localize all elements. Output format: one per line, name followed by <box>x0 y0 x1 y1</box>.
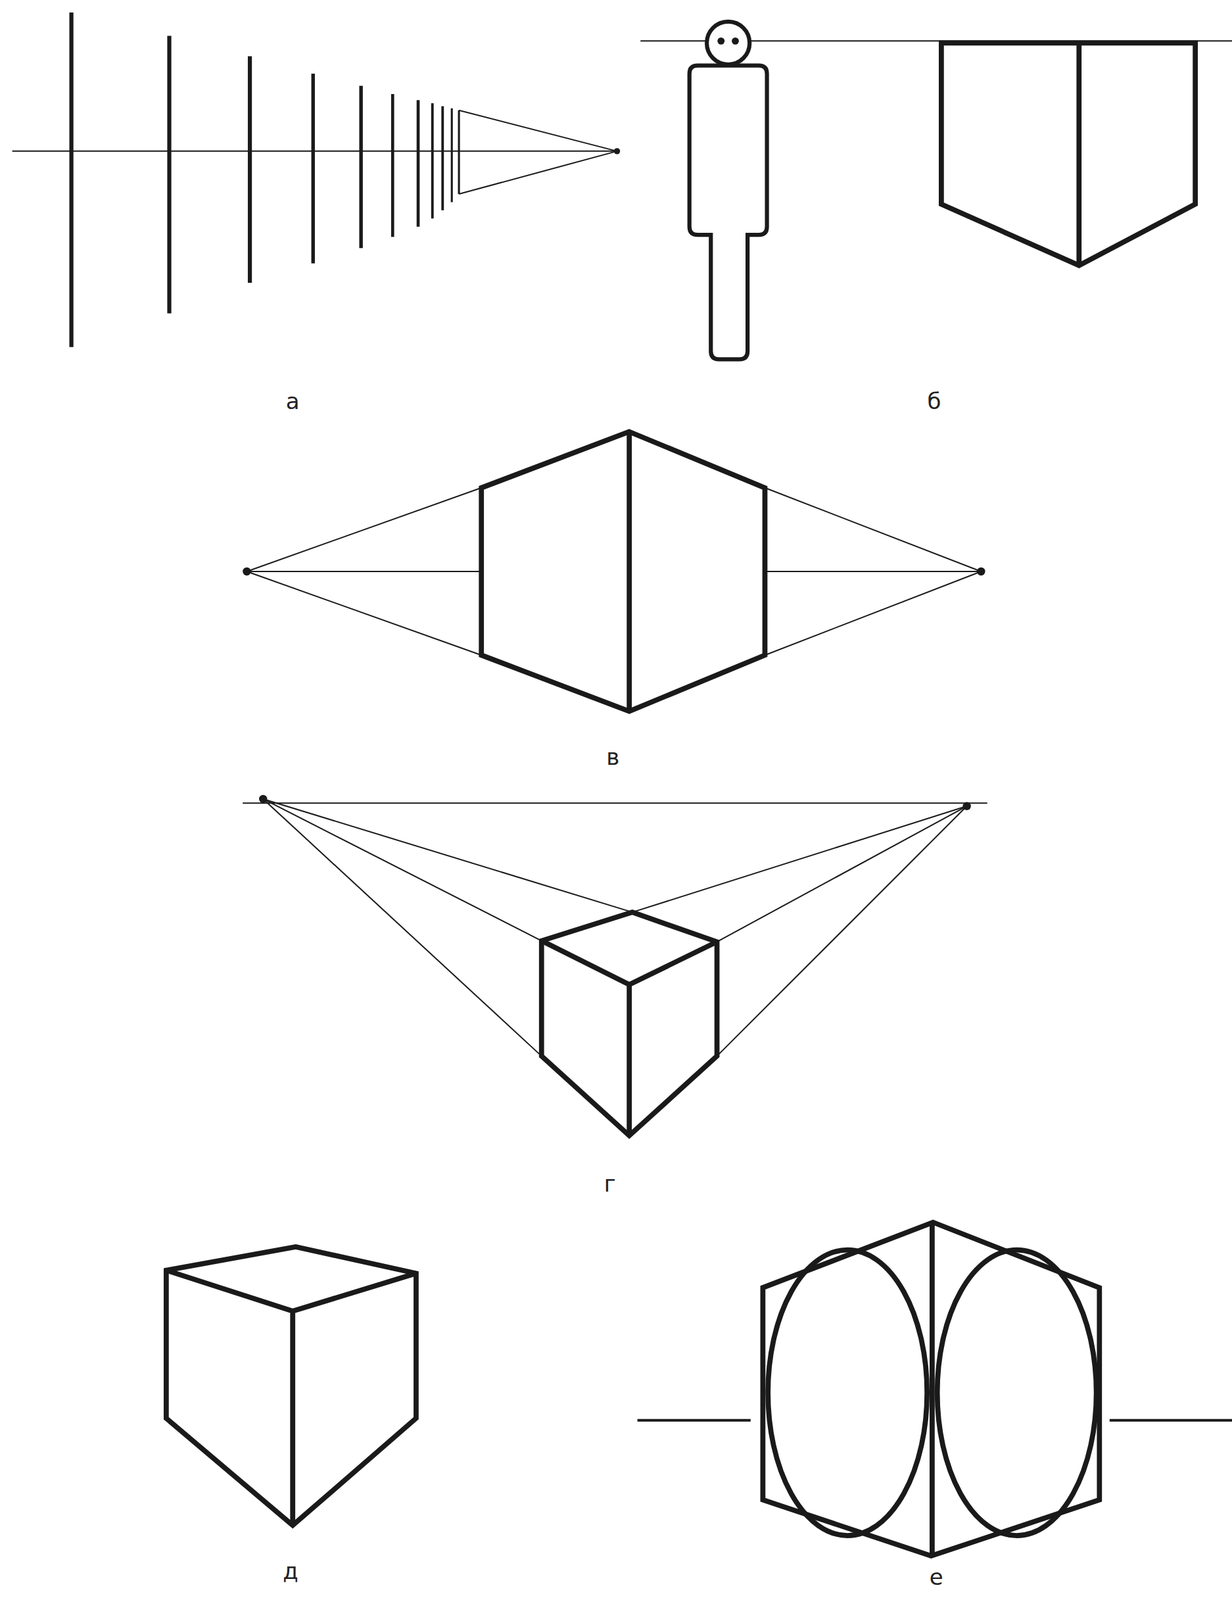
figure-letter: в <box>606 745 620 768</box>
figure-letter: е <box>929 1565 944 1588</box>
receding-posts <box>12 12 621 348</box>
figure-letter: д <box>282 1559 299 1582</box>
two-point-box <box>242 431 985 711</box>
figure-and-box <box>640 21 1232 359</box>
cube <box>166 1246 417 1526</box>
figure-letter: б <box>927 389 942 413</box>
cube-below-horizon <box>242 794 987 1136</box>
box-with-ellipses <box>637 1222 1232 1556</box>
figure-letter: г <box>604 1172 616 1195</box>
figure-letter: а <box>285 389 300 413</box>
